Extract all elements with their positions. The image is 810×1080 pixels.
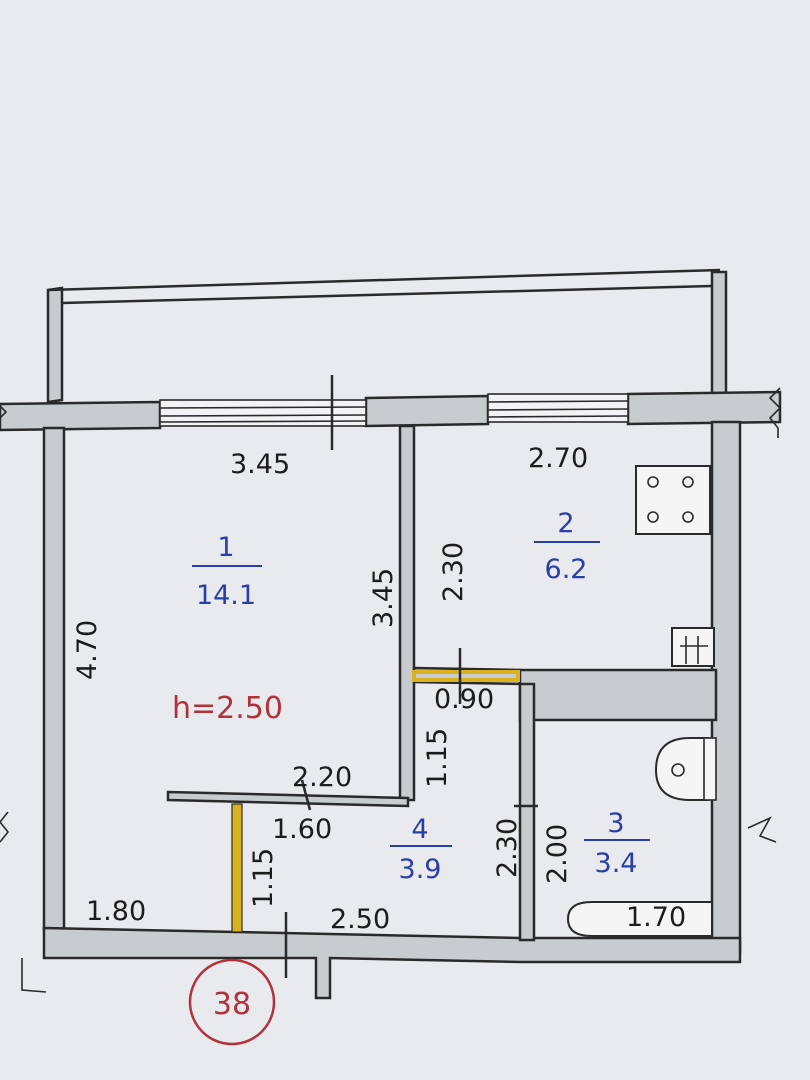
- plan-number: 38: [213, 987, 251, 1022]
- dim-room1-left: 4.70: [72, 620, 103, 680]
- window-room1: [159, 399, 367, 427]
- dim-bath-left: 2.00: [542, 824, 573, 884]
- washbasin-icon: [654, 737, 717, 801]
- exterior-walls: [0, 387, 782, 1000]
- room-1-label: 1 14.1: [192, 532, 262, 611]
- dim-door-090: 0.90: [434, 684, 494, 715]
- dim-room1-top: 3.45: [230, 449, 290, 480]
- room-3-label: 3 3.4: [584, 808, 650, 879]
- room-area: 3.9: [399, 854, 442, 885]
- dim-bottom-180: 1.80: [86, 896, 146, 927]
- dim-room2-top: 2.70: [528, 443, 588, 474]
- dim-hall-220: 2.20: [292, 762, 352, 793]
- room-area: 6.2: [545, 554, 588, 585]
- window-room2: [487, 393, 629, 423]
- room-area: 3.4: [595, 848, 638, 879]
- balcony: [46, 268, 728, 404]
- room-4-label: 4 3.9: [390, 814, 452, 885]
- dim-room1-right: 3.45: [368, 568, 399, 628]
- room-number: 4: [411, 814, 428, 845]
- plan-number-badge: 38: [188, 958, 276, 1046]
- room-number: 2: [557, 508, 574, 539]
- dimension-marks: [284, 375, 538, 978]
- dim-bath-bottom: 1.70: [626, 902, 686, 933]
- room-number: 3: [607, 808, 624, 839]
- stove-icon: [635, 465, 711, 535]
- bathtub-icon: [566, 901, 713, 937]
- room-number: 1: [217, 532, 234, 563]
- room-area: 14.1: [196, 580, 256, 611]
- interior-walls: [166, 424, 718, 942]
- room-2-label: 2 6.2: [534, 508, 600, 585]
- dim-bottom-250: 2.50: [330, 904, 390, 935]
- dim-room2-left: 2.30: [438, 542, 469, 602]
- dim-hall-left: 1.15: [248, 848, 279, 908]
- dim-hall-right: 2.30: [492, 818, 523, 878]
- dim-hall-upper: 1.15: [422, 728, 453, 788]
- sink-icon: [671, 627, 715, 667]
- ceiling-height-label: h=2.50: [172, 691, 283, 726]
- dim-hall-160: 1.60: [272, 814, 332, 845]
